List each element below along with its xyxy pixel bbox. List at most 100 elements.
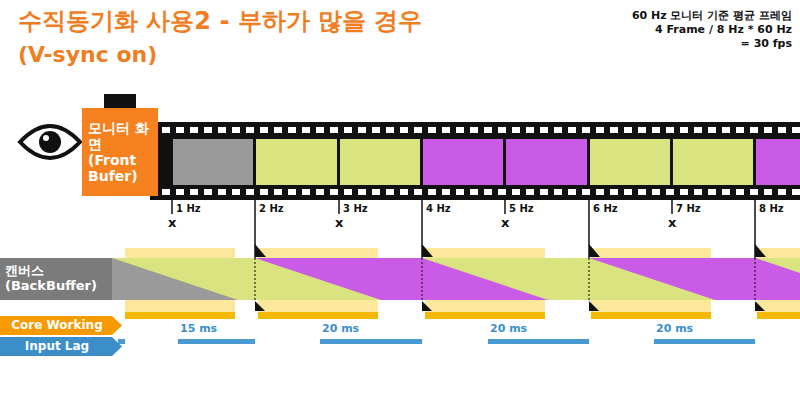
input-lag-bar [118,339,125,344]
work-halo [591,300,711,312]
eye-highlight [43,135,49,141]
frame-start-flag [422,301,432,311]
sprocket-hole [568,127,576,133]
dropped-mark: x [335,216,343,231]
swap-dotted [588,258,589,300]
canvas-segment [255,258,422,300]
dropped-mark: x [168,216,176,231]
dropped-mark: x [501,216,509,231]
sprocket-hole [204,189,212,195]
sprocket-hole [750,189,758,195]
sprocket-hole [386,189,394,195]
hz-label: 2 Hz [259,203,284,215]
film-frame [423,139,503,185]
duration-label: 20 ms [490,323,527,336]
sprocket-hole [442,127,450,133]
dropped-mark: x [668,216,676,231]
refresh-tick [171,200,173,214]
sprocket-hole [344,189,352,195]
sprocket-hole [568,189,576,195]
core-working-bar [757,312,800,319]
canvas-progress [112,258,238,300]
duration-label: 20 ms [322,323,359,336]
frame-start-flag [589,301,599,311]
hz-label: 4 Hz [426,203,451,215]
sprocket-hole [610,189,618,195]
sprocket-hole [610,127,618,133]
canvas-segment [589,258,755,300]
sprocket-hole [246,127,254,133]
sprocket-hole [400,127,408,133]
eye-iris [39,131,61,153]
sprocket-hole [470,127,478,133]
canvas-progress [755,258,800,300]
sprocket-hole [652,127,660,133]
eye-outline [20,126,80,158]
input-lag-bar [320,339,422,344]
sprocket-hole [764,189,772,195]
work-halo [425,300,545,312]
sprocket-hole [176,189,184,195]
core-working-bar [258,312,378,319]
sprocket-hole [414,189,422,195]
swap-dotted [421,258,422,300]
sprocket-hole [778,127,786,133]
swap-flag [255,244,266,257]
sprocket-hole [414,127,422,133]
sprocket-hole [204,127,212,133]
sprocket-hole [484,127,492,133]
film-base [150,122,800,200]
front-buffer-box: 모니터 화면 (Front Bufer) [82,108,158,196]
sprocket-hole [582,127,590,133]
sprocket-hole [442,189,450,195]
film-strip [150,122,800,200]
duration-label: 15 ms [180,323,217,336]
sprocket-hole [750,127,758,133]
sprocket-hole [680,127,688,133]
sprocket-hole [638,189,646,195]
sprocket-hole [582,189,590,195]
canister-knob [104,94,136,108]
legend-tag: Core Working [0,316,122,335]
sprocket-hole [666,127,674,133]
sprocket-hole [358,189,366,195]
sprocket-hole [722,189,730,195]
refresh-tick [338,200,340,214]
sprocket-hole [428,189,436,195]
film-frame [506,139,587,185]
canvas-progress [422,258,548,300]
tag-fill [0,316,122,335]
work-halo [425,248,545,258]
sprocket-hole [624,189,632,195]
eye-icon [20,126,80,158]
sprocket-hole [512,189,520,195]
sprocket-hole [778,189,786,195]
sprocket-hole [652,189,660,195]
sprocket-hole [330,189,338,195]
input-lag-bar [488,339,589,344]
sprocket-hole [526,127,534,133]
sprocket-hole [330,127,338,133]
work-halo [125,300,235,312]
sprocket-hole [218,127,226,133]
sprocket-hole [764,127,772,133]
input-lag-bar [654,339,755,344]
sprocket-hole [540,189,548,195]
sprocket-hole [274,127,282,133]
hz-label: 3 Hz [343,203,368,215]
sprocket-hole [232,127,240,133]
frame-start-flag [755,301,765,311]
core-working-bar [591,312,711,319]
sprocket-hole [498,127,506,133]
sprocket-hole [190,127,198,133]
canvas-progress [589,258,715,300]
sprocket-hole [792,127,800,133]
node-text: Core Working [11,319,102,333]
title: 수직동기화 사용2 - 부하가 많을 경우 [18,8,422,36]
sprocket-hole [554,127,562,133]
note-line: 4 Frame / 8 Hz * 60 Hz [655,24,792,37]
node-text: 캔버스 (BackBuffer) [5,264,107,294]
sprocket-hole [288,127,296,133]
film-frame [256,139,337,185]
